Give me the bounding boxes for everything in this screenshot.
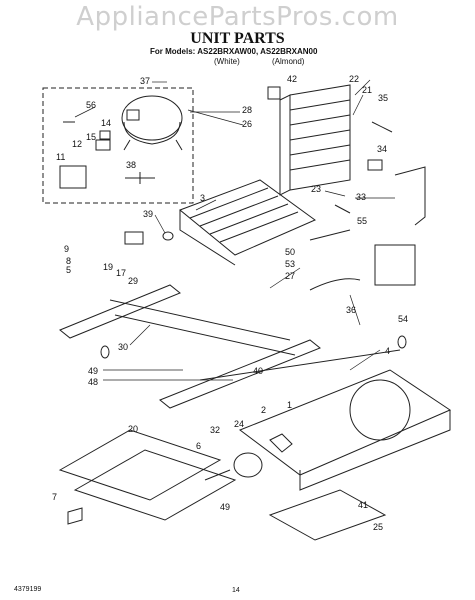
callout-12: 12	[72, 139, 82, 149]
callout-41: 41	[358, 500, 368, 510]
callout-32: 32	[210, 425, 220, 435]
base-insulation	[73, 449, 237, 521]
callout-42: 42	[287, 74, 297, 84]
nut-part	[397, 335, 407, 349]
drain-heater	[309, 229, 351, 241]
callout-56: 56	[86, 100, 96, 110]
fan-motor-assembly	[374, 244, 416, 286]
model-numbers: For Models: AS22BRXAW00, AS22BRXAN00	[150, 47, 318, 56]
callout-17: 17	[116, 268, 126, 278]
compressor-group-box	[42, 87, 194, 204]
grommet-part	[162, 231, 174, 241]
page-number: 14	[232, 587, 240, 594]
callout-49: 49	[88, 366, 98, 376]
callout-9: 9	[64, 244, 69, 254]
fan-blade	[269, 433, 293, 453]
callout-49b: 49	[220, 502, 230, 512]
callout-25: 25	[373, 522, 383, 532]
clip-part	[125, 172, 155, 184]
callout-11: 11	[56, 152, 65, 162]
callout-28: 28	[242, 105, 252, 115]
callouts: 37 56 12 15 14 11 38 28 26 42 22 21 35 3…	[52, 74, 408, 532]
callout-36: 36	[346, 305, 356, 315]
callout-54: 54	[398, 314, 408, 324]
callout-20: 20	[128, 424, 138, 434]
callout-3: 3	[200, 193, 205, 203]
condenser-fan-motor	[233, 452, 263, 478]
callout-40: 40	[253, 366, 263, 376]
compressor	[121, 95, 183, 151]
callout-35: 35	[378, 93, 388, 103]
capacitor-bracket	[59, 165, 87, 189]
callout-23: 23	[311, 184, 321, 194]
variant-white: (White)	[214, 57, 240, 66]
callout-7: 7	[52, 492, 57, 502]
callout-26: 26	[242, 119, 252, 129]
frame-rails	[59, 284, 401, 409]
callout-33: 33	[356, 192, 366, 202]
evaporator-clip	[267, 86, 281, 100]
callout-37: 37	[140, 76, 150, 86]
condenser-coil	[179, 179, 316, 266]
callout-21: 21	[362, 85, 372, 95]
base-cover	[58, 429, 222, 501]
leveling-leg	[67, 507, 83, 525]
leader-lines	[74, 79, 395, 381]
callout-14: 14	[101, 118, 111, 128]
unit-base-pan	[238, 369, 452, 491]
callout-53: 53	[285, 259, 295, 269]
callout-34: 34	[377, 144, 387, 154]
defrost-terminator	[371, 121, 393, 133]
footer-code: 4379199	[14, 586, 42, 593]
variant-almond: (Almond)	[272, 57, 305, 66]
callout-22: 22	[349, 74, 359, 84]
callout-19: 19	[103, 262, 113, 272]
callout-5: 5	[66, 265, 71, 275]
callout-27: 27	[285, 271, 295, 281]
watermark: AppliancePartsPros.com	[76, 2, 399, 32]
callout-24: 24	[234, 419, 244, 429]
relay-part	[95, 139, 111, 151]
callout-55: 55	[357, 216, 367, 226]
drain-tube	[309, 278, 361, 291]
callout-2: 2	[261, 405, 266, 415]
callout-8: 8	[66, 256, 71, 266]
callout-6: 6	[196, 441, 201, 451]
relay-cover-part	[99, 130, 111, 140]
pin-part	[334, 204, 351, 214]
page-title: UNIT PARTS	[190, 30, 285, 47]
thermostat-part	[367, 159, 383, 171]
drain-pan	[268, 489, 387, 541]
motor-bracket	[204, 469, 231, 481]
callout-39: 39	[143, 209, 153, 219]
callout-38: 38	[126, 160, 136, 170]
fan-bracket	[124, 231, 144, 245]
callout-48: 48	[88, 377, 98, 387]
callout-1: 1	[287, 400, 292, 410]
callout-30: 30	[118, 342, 128, 352]
callout-50: 50	[285, 247, 295, 257]
callout-29: 29	[128, 276, 138, 286]
callout-4: 4	[385, 346, 390, 356]
evaporator-coil	[279, 84, 351, 196]
screw-part-2	[100, 345, 110, 359]
callout-15: 15	[86, 132, 96, 142]
tube-part	[394, 166, 426, 226]
